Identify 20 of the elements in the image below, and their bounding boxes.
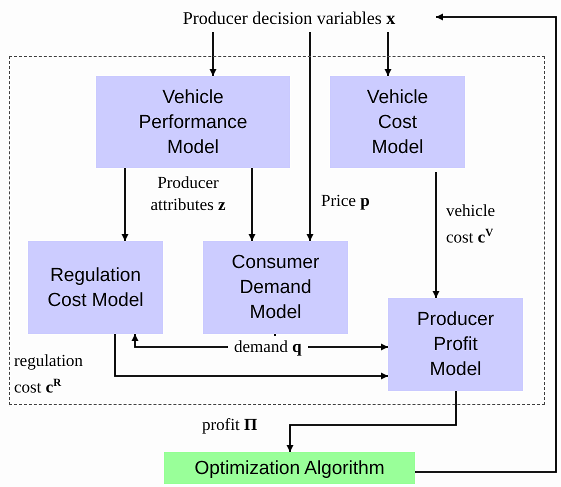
process-box: Optimization Algorithm: [164, 452, 415, 484]
arrow: [384, 32, 392, 76]
dashed-frame: [9, 56, 545, 405]
process-box: Regulation Cost Model: [28, 241, 163, 334]
process-box: Producer Profit Model: [388, 298, 523, 391]
edge-label: demand q: [228, 336, 308, 358]
process-box: Vehicle Performance Model: [96, 76, 290, 168]
arrow: [210, 32, 216, 76]
arrow: [114, 334, 388, 380]
process-box: Consumer Demand Model: [203, 241, 348, 334]
arrow: [432, 172, 440, 298]
arrow: [248, 168, 256, 241]
process-box: Vehicle Cost Model: [330, 76, 465, 168]
edge-label: regulation cost c$^{R}$: [14, 350, 84, 399]
arrow: [286, 391, 457, 452]
arrow: [122, 168, 128, 241]
arrow: [306, 32, 314, 241]
edge-label: Producer attributes z: [149, 172, 227, 216]
arrow: [415, 14, 557, 473]
variable-label: Producer decision variables x: [148, 4, 430, 32]
